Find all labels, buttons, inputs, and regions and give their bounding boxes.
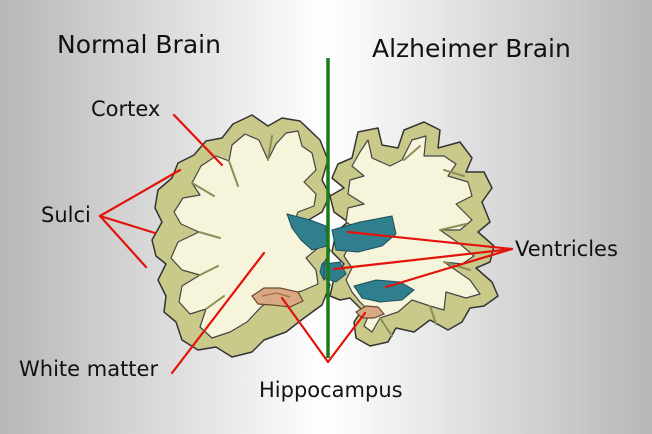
hippocampus-leader-line-2: [326, 311, 367, 364]
ventricles-leader-line-1: [346, 230, 514, 251]
alzheimer-brain-section: [323, 121, 499, 347]
hippocampus-label: Hippocampus: [259, 378, 403, 402]
sulci-leader-line-1: [98, 168, 182, 218]
normal-sulcus-crease: [191, 135, 273, 310]
normal-hippocampus-detail: [261, 292, 291, 298]
cortex-label: Cortex: [91, 97, 160, 121]
normal-brain-section: [151, 114, 331, 358]
ventricles-leader-line-3: [384, 247, 514, 289]
normal-brain-title: Normal Brain: [57, 30, 221, 59]
ventricles-leader-line-2: [332, 247, 514, 271]
cortex-leader-line: [172, 113, 224, 167]
normal-hippocampus: [251, 287, 304, 308]
leader-lines: [98, 113, 514, 375]
sulci-leader-line-3: [98, 214, 148, 269]
hippocampus-leader-line-1: [280, 296, 330, 364]
sulci-leader-line-2: [98, 214, 157, 235]
sulci-label: Sulci: [41, 203, 91, 227]
normal-ventricle: [286, 213, 328, 251]
alzheimer-ventricle-lower: [353, 279, 415, 303]
white-matter-leader-line: [170, 251, 266, 375]
alzheimer-brain-title: Alzheimer Brain: [372, 34, 571, 63]
ventricles-label: Ventricles: [515, 237, 618, 261]
white-matter-label: White matter: [19, 357, 158, 381]
